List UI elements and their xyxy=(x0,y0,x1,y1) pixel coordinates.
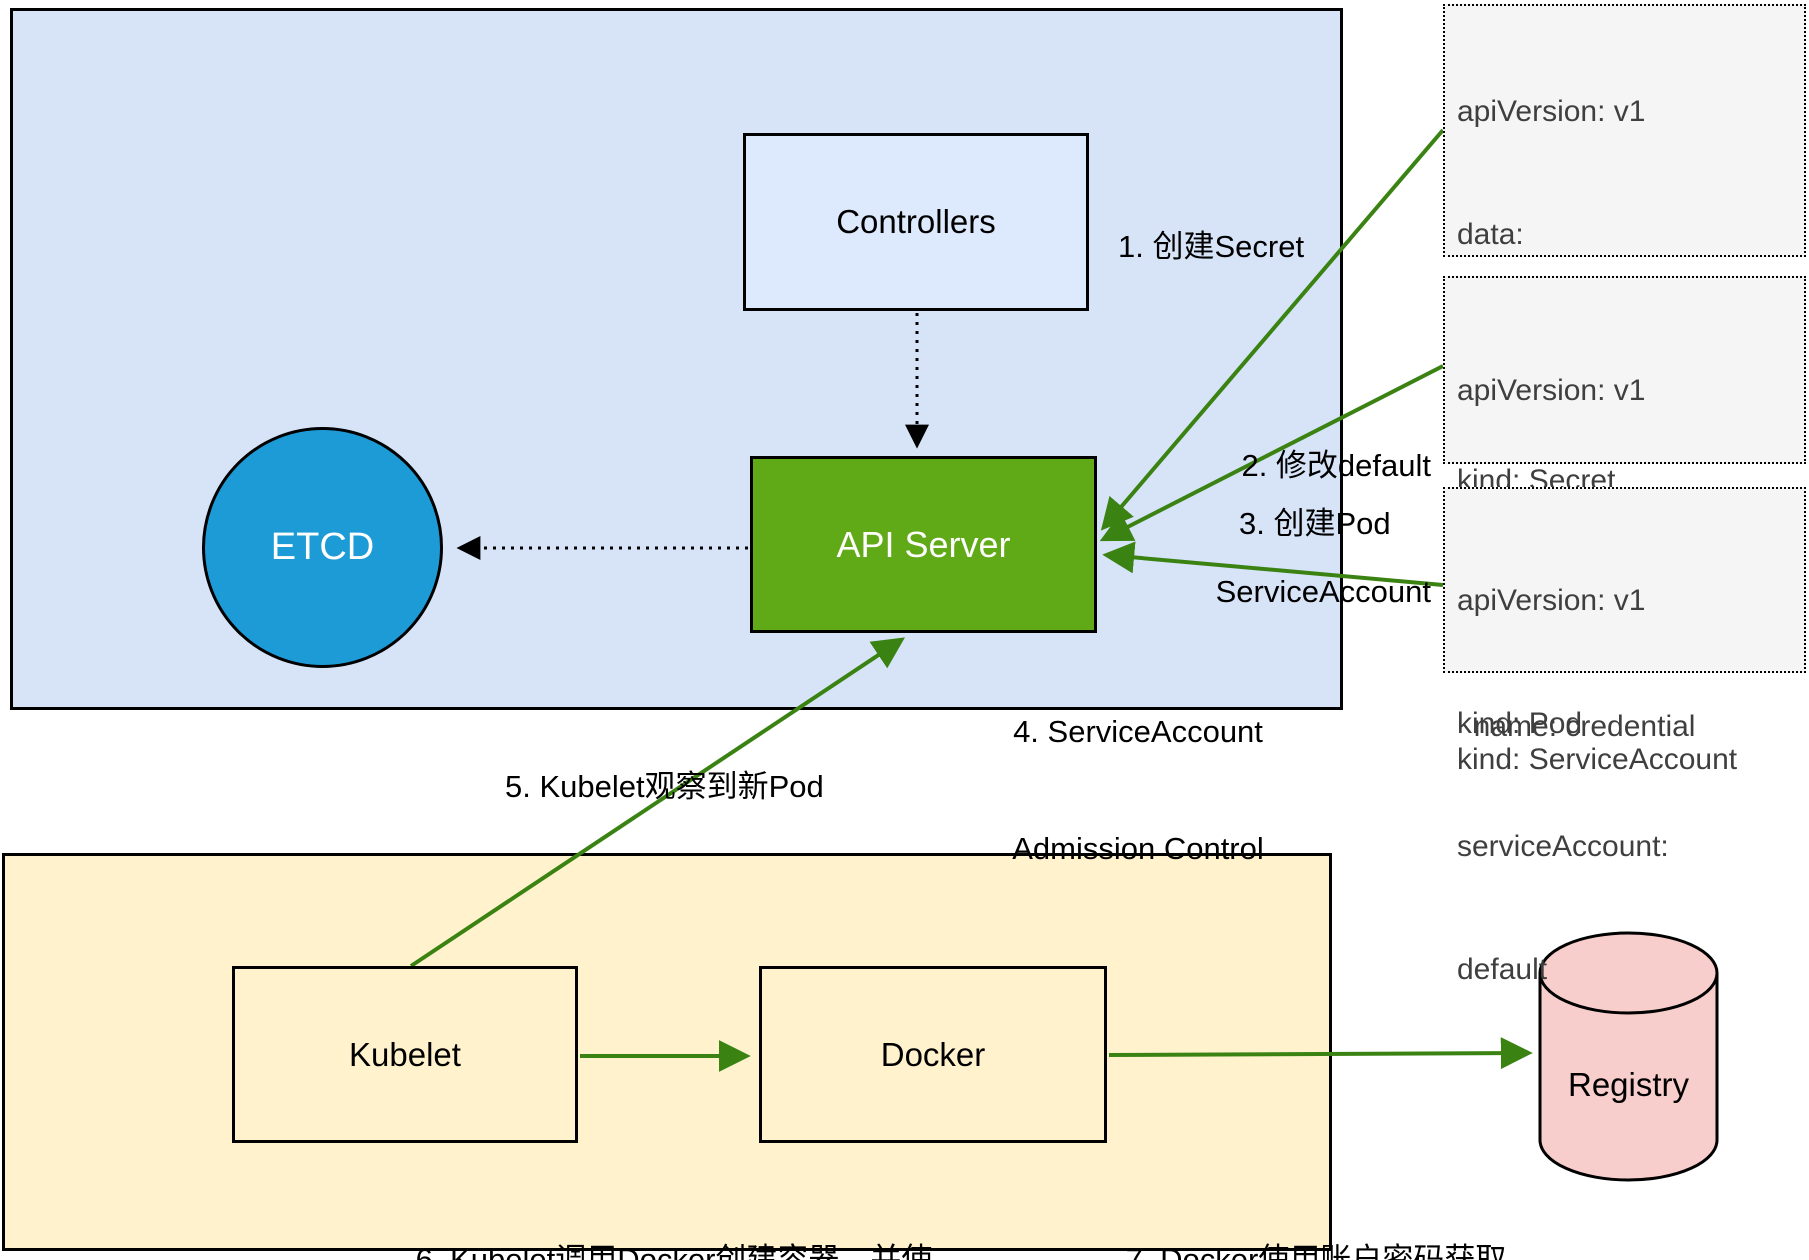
docker-label: Docker xyxy=(880,1035,986,1073)
control-plane-region xyxy=(10,8,1343,710)
step2-line1: 2. 修改default xyxy=(1241,448,1431,483)
step2-line2: ServiceAccount xyxy=(1215,574,1431,609)
etcd-node: ETCD xyxy=(202,427,443,668)
yaml-pod-box: apiVersion: v1 kind: Pod serviceAccount:… xyxy=(1443,487,1806,986)
yaml-line: apiVersion: v1 xyxy=(1457,374,1646,407)
step1-label: 1. 创建Secret xyxy=(1118,229,1305,264)
yaml-line: kind: ServiceAccount xyxy=(1457,743,1738,776)
step6-line1: 6. Kubelet调用Docker创建容器，并使 xyxy=(415,1242,933,1260)
yaml-line: serviceAccount: xyxy=(1457,830,1669,863)
step4-label: 4. ServiceAccount Admission Control xyxy=(1010,634,1266,946)
yaml-line: data: xyxy=(1457,218,1524,251)
controllers-node: Controllers xyxy=(743,133,1089,311)
etcd-label: ETCD xyxy=(270,526,375,568)
yaml-line: kind: Pod xyxy=(1457,707,1583,740)
step2-label: 2. 修改default ServiceAccount xyxy=(1216,361,1431,697)
yaml-secret-box: apiVersion: v1 data: .dockerconfigjson: … xyxy=(1443,4,1806,743)
docker-node: Docker xyxy=(759,966,1107,1143)
step4-line2: Admission Control xyxy=(1012,831,1264,866)
step3-label: 3. 创建Pod xyxy=(1239,506,1391,541)
yaml-line: apiVersion: v1 xyxy=(1457,584,1646,617)
step7-line1: 7. Docker使用账户密码获取 xyxy=(1125,1242,1507,1260)
step7-label: 7. Docker使用账户密码获取 临时token，并拉取镜像 xyxy=(1066,1167,1566,1260)
kubelet-label: Kubelet xyxy=(349,1035,461,1073)
step4-line1: 4. ServiceAccount xyxy=(1013,714,1263,749)
api-server-node: API Server xyxy=(750,456,1097,633)
registry-label: Registry xyxy=(1567,1066,1690,1103)
kubelet-node: Kubelet xyxy=(232,966,578,1143)
api-server-label: API Server xyxy=(836,523,1011,565)
yaml-line: apiVersion: v1 xyxy=(1457,95,1646,128)
yaml-line: default xyxy=(1457,953,1548,986)
controllers-label: Controllers xyxy=(836,203,996,240)
step6-label: 6. Kubelet调用Docker创建容器，并使 用ImagePullSecr… xyxy=(324,1167,1024,1260)
yaml-line: name: credential xyxy=(1457,710,1696,743)
step5-label: 5. Kubelet观察到新Pod xyxy=(505,769,824,804)
yaml-serviceaccount-box: apiVersion: v1 imagePullSecrets: - name:… xyxy=(1443,276,1806,776)
